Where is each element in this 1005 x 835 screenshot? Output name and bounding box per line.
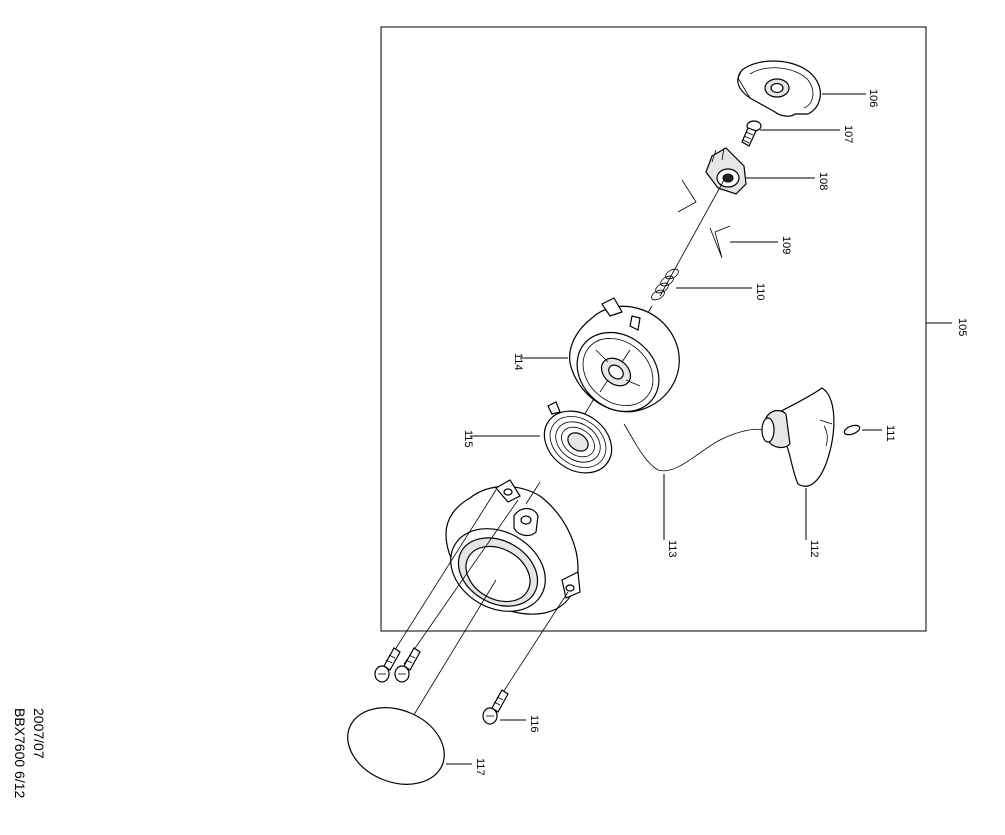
part-117-cover-disc — [347, 707, 445, 785]
revision-date: 2007/07 — [31, 708, 47, 759]
callout-108: 108 — [817, 172, 829, 190]
part-109-pawl-spring — [677, 179, 731, 259]
callout-107: 107 — [842, 125, 854, 143]
part-115-recoil-spring — [543, 401, 613, 474]
part-116-screw — [482, 689, 509, 725]
part-107-screw — [741, 120, 762, 147]
part-114-rope-reel — [569, 297, 680, 413]
case-screw-left-2 — [394, 647, 421, 683]
callout-112: 112 — [808, 540, 820, 558]
model-page-code: BBX7600 6/12 — [12, 708, 28, 799]
callout-111: 111 — [884, 425, 896, 442]
part-106-pulley — [737, 60, 821, 117]
callout-109: 109 — [780, 236, 792, 254]
starter-case — [445, 479, 581, 615]
callout-110: 110 — [754, 283, 766, 301]
assembly-frame — [380, 26, 927, 632]
case-screw-left-1 — [374, 647, 401, 683]
callout-117: 117 — [474, 758, 486, 776]
callout-115: 115 — [462, 430, 474, 448]
callout-116: 116 — [528, 715, 540, 733]
callout-113: 113 — [666, 540, 678, 558]
part-112-starter-handle — [761, 387, 835, 487]
callout-105: 105 — [956, 318, 968, 336]
part-113-starter-rope — [623, 423, 765, 472]
part-111-o-ring — [843, 424, 861, 436]
part-110-spring — [651, 268, 679, 301]
part-108-ratchet — [705, 147, 747, 195]
callout-106: 106 — [867, 89, 879, 107]
callout-114: 114 — [512, 353, 524, 371]
